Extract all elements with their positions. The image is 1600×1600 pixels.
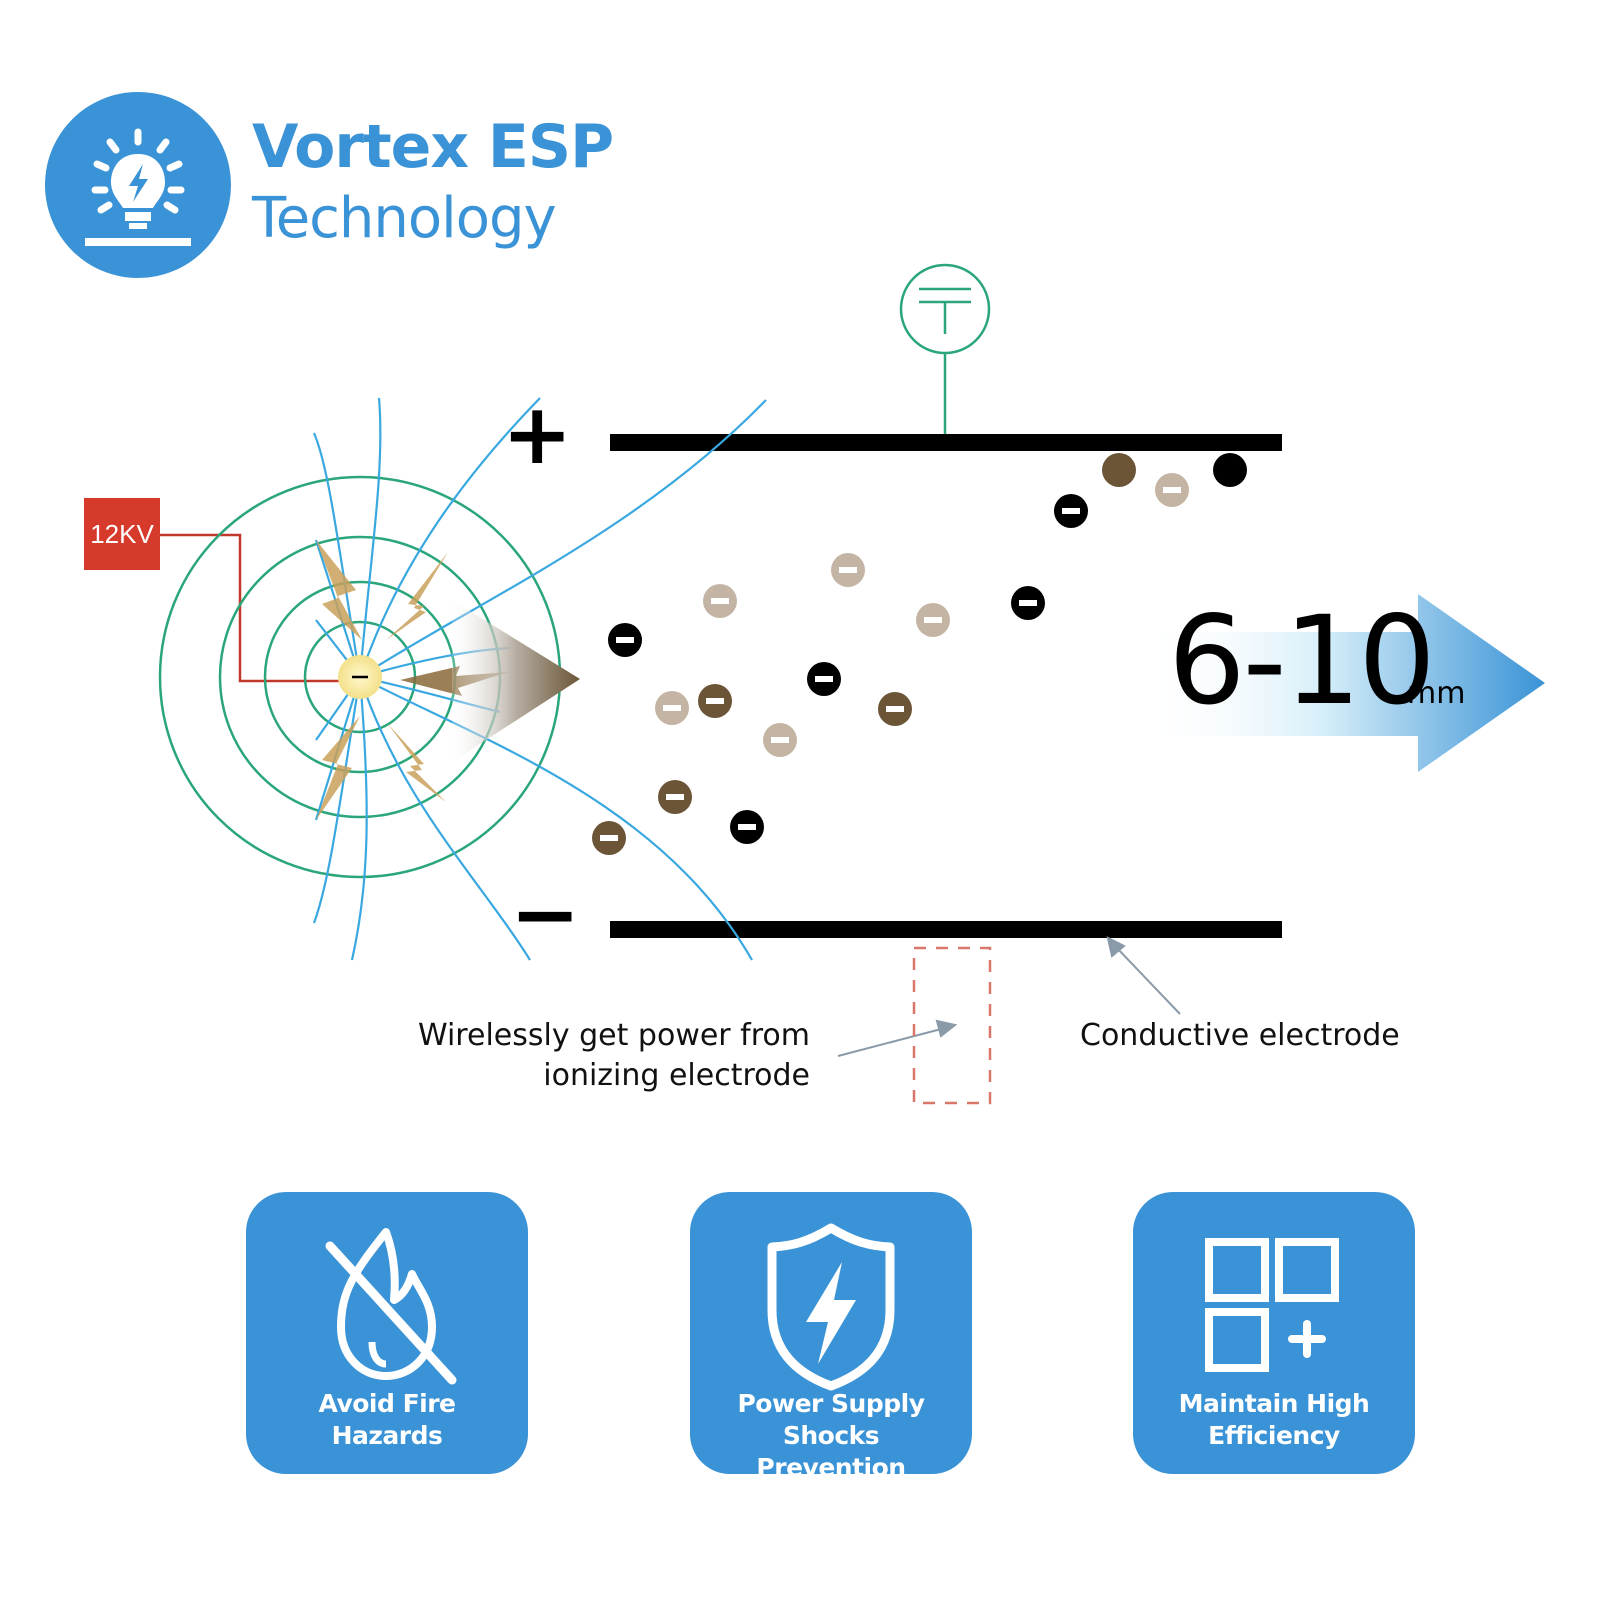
feature-card-efficiency: Maintain High Efficiency — [1133, 1192, 1415, 1474]
callout-arrows — [837, 936, 1181, 1057]
feature-label-line1: Power Supply Shocks — [737, 1389, 925, 1450]
feature-label-shock: Power Supply Shocks Prevention — [690, 1388, 972, 1484]
feature-card-shock: Power Supply Shocks Prevention — [690, 1192, 972, 1482]
callout-wireless-line2: ionizing electrode — [543, 1058, 810, 1093]
charged-particle — [592, 821, 626, 855]
charged-particle — [916, 603, 950, 637]
charged-particle — [703, 584, 737, 618]
grid-plus-icon — [1205, 1238, 1339, 1372]
feature-label-line2: Prevention — [756, 1453, 906, 1482]
charged-particle — [807, 662, 841, 696]
charged-particle — [1213, 453, 1247, 487]
brand-logo — [45, 92, 231, 278]
lightbulb-bolt-icon — [85, 128, 191, 246]
no-fire-icon — [325, 1228, 457, 1385]
ionizing-electrode — [338, 655, 382, 699]
positive-pole-label: + — [502, 385, 573, 483]
feature-label-line2: Efficiency — [1208, 1421, 1340, 1450]
top-electrode-plate — [610, 434, 1282, 451]
charged-particle — [658, 780, 692, 814]
ground-symbol-icon — [899, 263, 991, 434]
bottom-electrode-plate — [610, 921, 1282, 938]
voltage-label: 12KV — [84, 498, 160, 570]
brand-title: Vortex ESP — [252, 112, 614, 182]
charged-particles — [592, 453, 1247, 855]
feature-label-line1: Avoid Fire — [318, 1389, 456, 1418]
feature-label-line1: Maintain High — [1178, 1389, 1370, 1418]
particle-range-unit: mm — [1407, 676, 1466, 711]
callout-conductive-electrode: Conductive electrode — [1080, 1018, 1400, 1053]
feature-label-fire: Avoid Fire Hazards — [246, 1388, 528, 1452]
callout-wireless-power: Wirelessly get power from ionizing elect… — [380, 1016, 810, 1096]
ion-stream-cone — [452, 600, 580, 762]
voltage-lead-wire — [160, 533, 360, 683]
flow-arrow — [1140, 594, 1545, 772]
wireless-power-zone — [912, 946, 992, 1105]
callout-wireless-line1: Wirelessly get power from — [417, 1018, 810, 1053]
brand-subtitle: Technology — [252, 186, 557, 251]
charged-particle — [1054, 494, 1088, 528]
shield-bolt-icon — [767, 1223, 895, 1391]
charged-particle — [730, 810, 764, 844]
negative-pole-label: − — [510, 865, 581, 963]
feature-card-fire: Avoid Fire Hazards — [246, 1192, 528, 1474]
charged-particle — [1155, 473, 1189, 507]
charged-particle — [608, 623, 642, 657]
charged-particle — [831, 553, 865, 587]
charged-particle — [698, 684, 732, 718]
charged-particle — [763, 723, 797, 757]
charged-particle — [1011, 586, 1045, 620]
feature-label-efficiency: Maintain High Efficiency — [1133, 1388, 1415, 1452]
particle-range-value: 6-10 — [1168, 590, 1436, 732]
charged-particle — [878, 692, 912, 726]
feature-label-line2: Hazards — [331, 1421, 443, 1450]
charged-particle — [1102, 453, 1136, 487]
charged-particle — [655, 691, 689, 725]
